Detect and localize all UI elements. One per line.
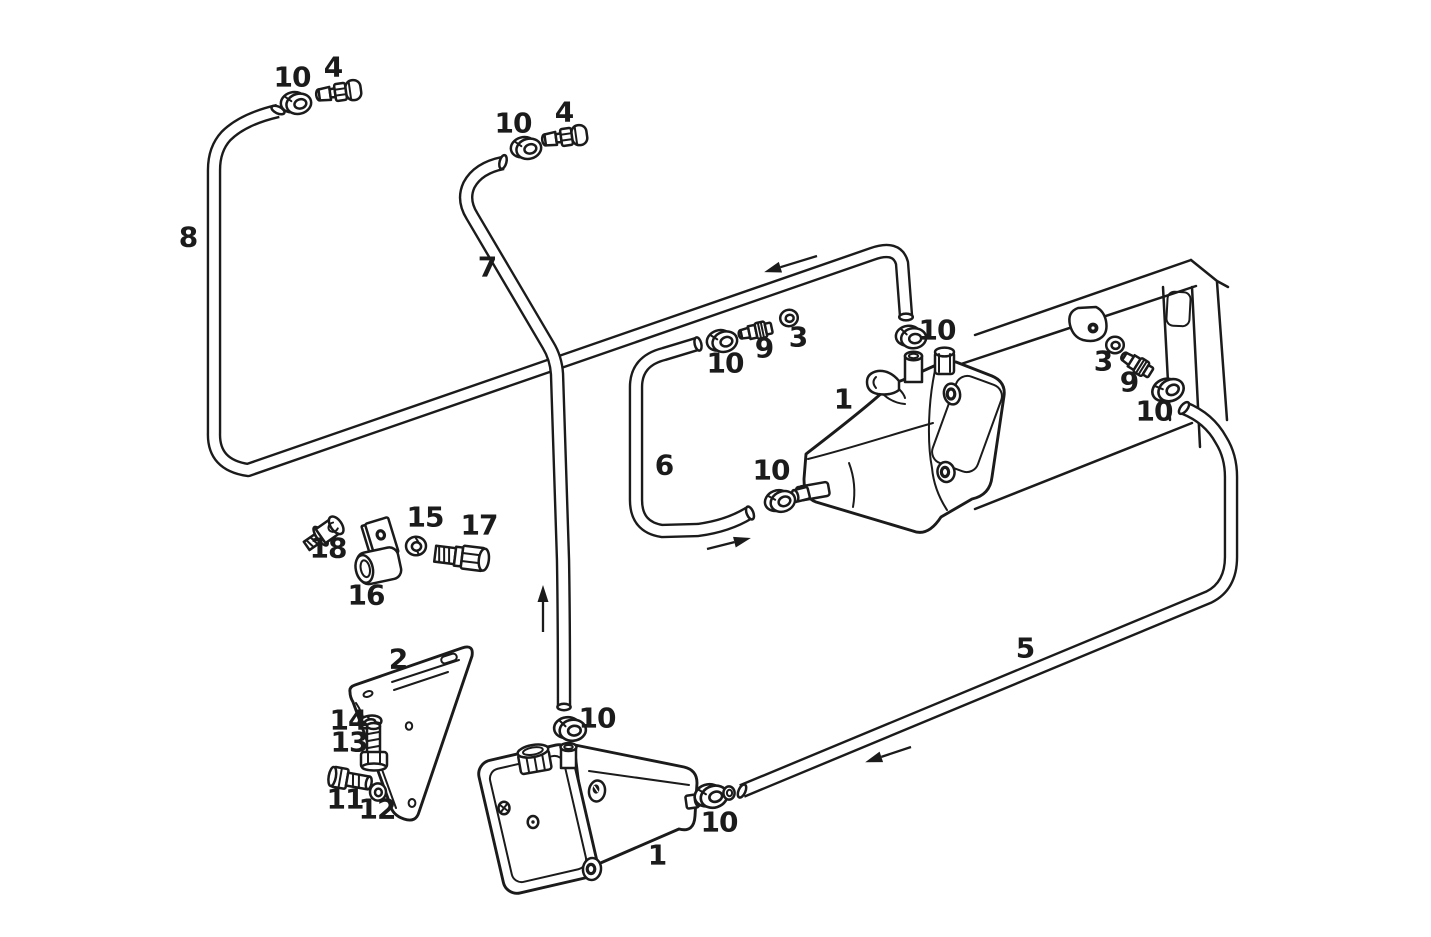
part-callout-1: 1 [833,382,854,416]
part-callout-4: 4 [554,95,575,129]
hose-7-opening [497,153,509,171]
hose-7 [458,153,572,712]
part-callout-18: 18 [309,531,348,565]
screw-18 [302,515,345,552]
part-callout-3: 3 [788,320,809,354]
flow-arrows [537,254,912,763]
hose-5-opening [1177,400,1191,416]
hose-6 [628,336,756,539]
part-callout-13: 13 [330,725,369,759]
hose-6-end-opening [744,505,756,521]
part-callout-4: 4 [323,50,344,84]
filler-cap [516,743,553,776]
flow-arrow-head [537,585,549,602]
flow-arrow [780,254,818,269]
flow-arrow [880,745,912,758]
bolt-13 [359,721,389,772]
pump-cap [933,346,956,376]
part-callout-8: 8 [178,220,199,254]
flow-arrow-head [865,751,884,763]
panel-boss [1068,305,1108,343]
hose-6-opening [693,336,703,352]
part-callout-6: 6 [654,448,675,482]
flow-arrow-head [733,536,751,548]
hose-8 [206,103,915,478]
clamp-bracket-16 [354,516,403,586]
part-callout-10: 10 [494,106,533,140]
inlet-port [903,350,924,384]
part-callout-14: 14 [329,703,368,737]
part-callout-9: 9 [1119,365,1140,399]
part-callout-10: 10 [706,346,745,380]
part-callout-10: 10 [752,453,791,487]
part-callout-5: 5 [1015,631,1036,665]
reservoir-upper [794,346,1006,534]
flow-arrow [706,541,735,551]
mounting-ear [865,369,901,396]
part-callout-10: 10 [1135,394,1174,428]
face-screw [526,814,540,830]
body-panel [953,258,1230,511]
part-callout-10: 10 [578,701,617,735]
hose-5 [736,400,1239,799]
part-callout-17: 17 [460,508,499,542]
part-callout-16: 16 [347,578,386,612]
washer-12 [368,782,388,802]
lock-washer-15 [404,535,428,557]
hose-7-end-opening [556,702,572,712]
flow-arrow-head [764,261,783,273]
part-callout-10: 10 [273,60,312,94]
hose-8-end-opening [897,312,915,322]
part-callout-12: 12 [358,792,397,826]
reservoir-lower [477,741,703,895]
part-callout-2: 2 [388,642,409,676]
part-callout-7: 7 [477,250,498,284]
hose-5-end-ring [722,785,736,801]
part-callout-9: 9 [754,331,775,365]
part-callout-10: 10 [700,805,739,839]
part-callout-10: 10 [918,313,957,347]
part-callout-1: 1 [647,838,668,872]
bolt-17 [432,544,491,573]
inlet-port [559,741,578,770]
face-screw [497,800,511,816]
part-callout-3: 3 [1093,344,1114,378]
hose-5-end-opening [736,783,748,799]
part-callout-15: 15 [406,500,445,534]
part-callout-11: 11 [326,782,365,816]
bolt-11 [327,765,373,791]
hose-8-opening [270,104,286,116]
